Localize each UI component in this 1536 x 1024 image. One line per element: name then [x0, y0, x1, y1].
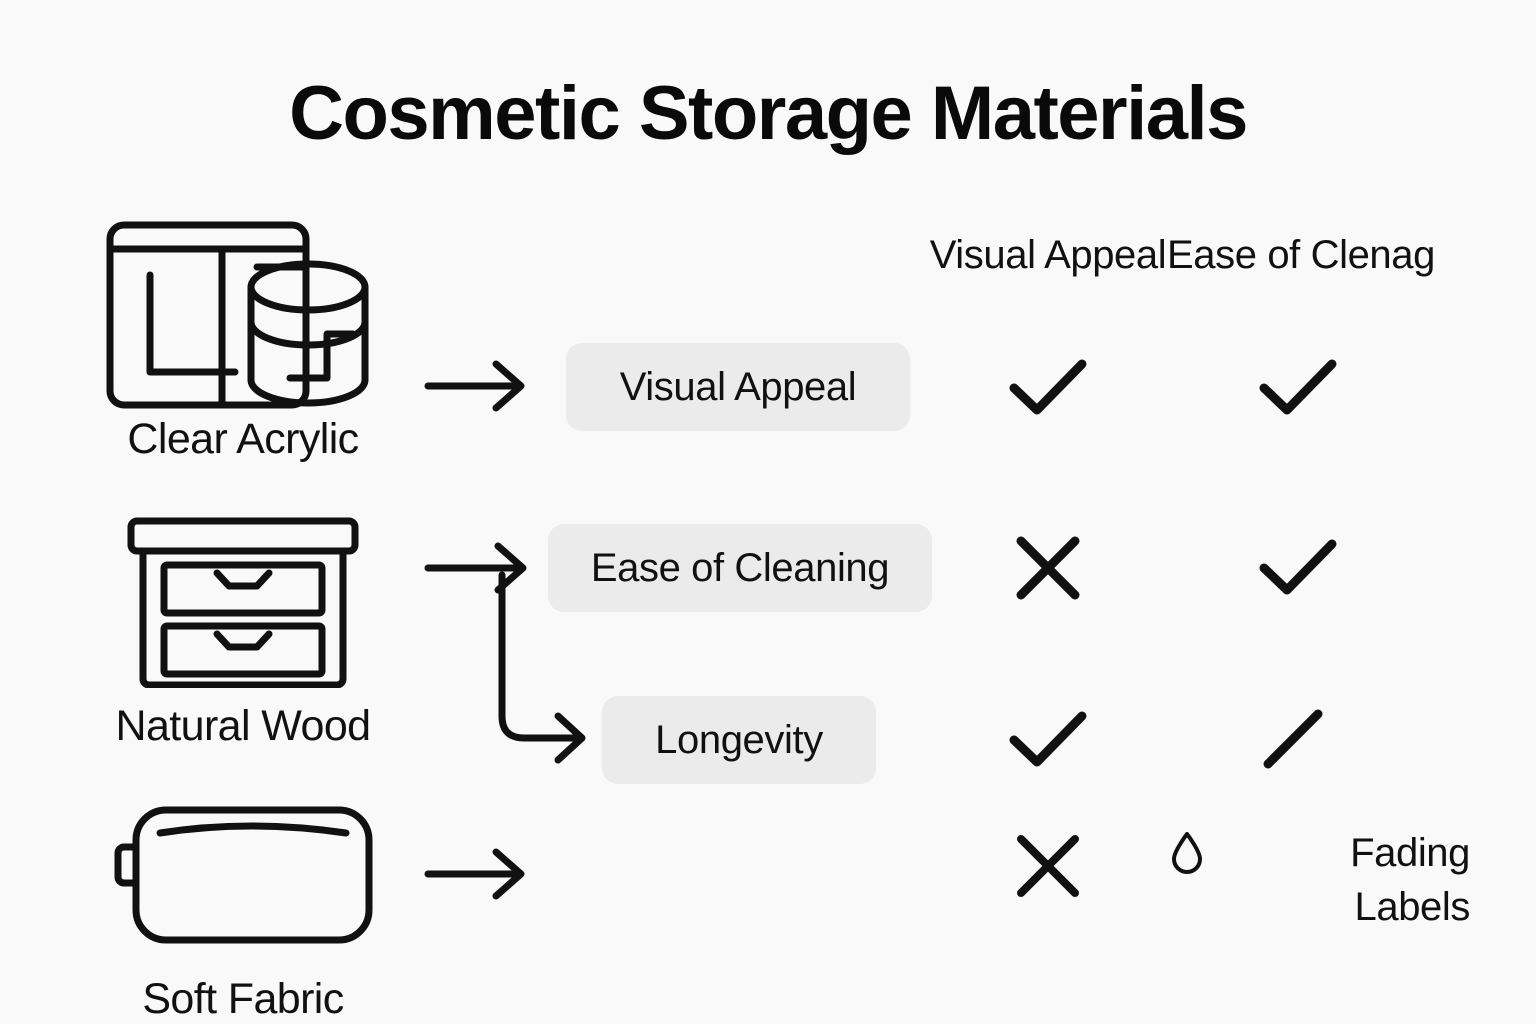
arrow-clear-acrylic-to-visual-appeal: [424, 360, 525, 412]
matrix-cell-check-icon: [1238, 340, 1358, 436]
attribute-chip-label: Longevity: [655, 717, 823, 762]
fading-labels-line1: Fading: [1350, 831, 1470, 875]
material-item-soft-fabric: Soft Fabric: [78, 775, 408, 1022]
matrix-cell-cross-icon: [988, 520, 1108, 616]
material-label: Soft Fabric: [142, 975, 344, 1023]
wood-drawer-chest-icon: [78, 502, 408, 702]
page-title: Cosmetic Storage Materials: [289, 71, 1248, 156]
arrow-natural-wood-branch: [424, 542, 586, 764]
attribute-chip-label: Visual Appeal: [619, 364, 857, 409]
material-label: Natural Wood: [115, 702, 372, 750]
attribute-chip-ease-of-cleaning[interactable]: Ease of Cleaning: [548, 524, 932, 612]
material-item-natural-wood: Natural Wood: [78, 502, 408, 749]
matrix-cell-check-icon: [1238, 520, 1358, 616]
matrix-column-header-visual-appeal: Visual Appeal: [929, 233, 1167, 277]
fabric-pouch-icon: [78, 775, 408, 975]
acrylic-organizer-icon: [78, 215, 408, 415]
attribute-chip-label: Ease of Cleaning: [590, 545, 890, 590]
attribute-chip-longevity[interactable]: Longevity: [602, 696, 876, 784]
fading-labels-line2: Labels: [1354, 885, 1471, 929]
matrix-cell-cross-icon: [988, 818, 1108, 914]
matrix-cell-slash-icon: [1238, 692, 1358, 788]
arrow-soft-fabric-to-outcome: [424, 848, 525, 900]
matrix-cell-check-icon: [988, 692, 1108, 788]
matrix-cell-check-icon: [988, 340, 1108, 436]
matrix-cell-fading-labels-note: Fading Labels: [1170, 826, 1470, 934]
water-drop-icon: [1170, 830, 1204, 879]
attribute-chip-visual-appeal[interactable]: Visual Appeal: [566, 343, 910, 431]
fading-labels-text: Fading Labels: [1216, 826, 1470, 934]
material-label: Clear Acrylic: [127, 415, 359, 463]
matrix-column-header-ease-of-cleaning: Ease of Clenag: [1167, 233, 1435, 277]
material-item-clear-acrylic: Clear Acrylic: [78, 215, 408, 462]
